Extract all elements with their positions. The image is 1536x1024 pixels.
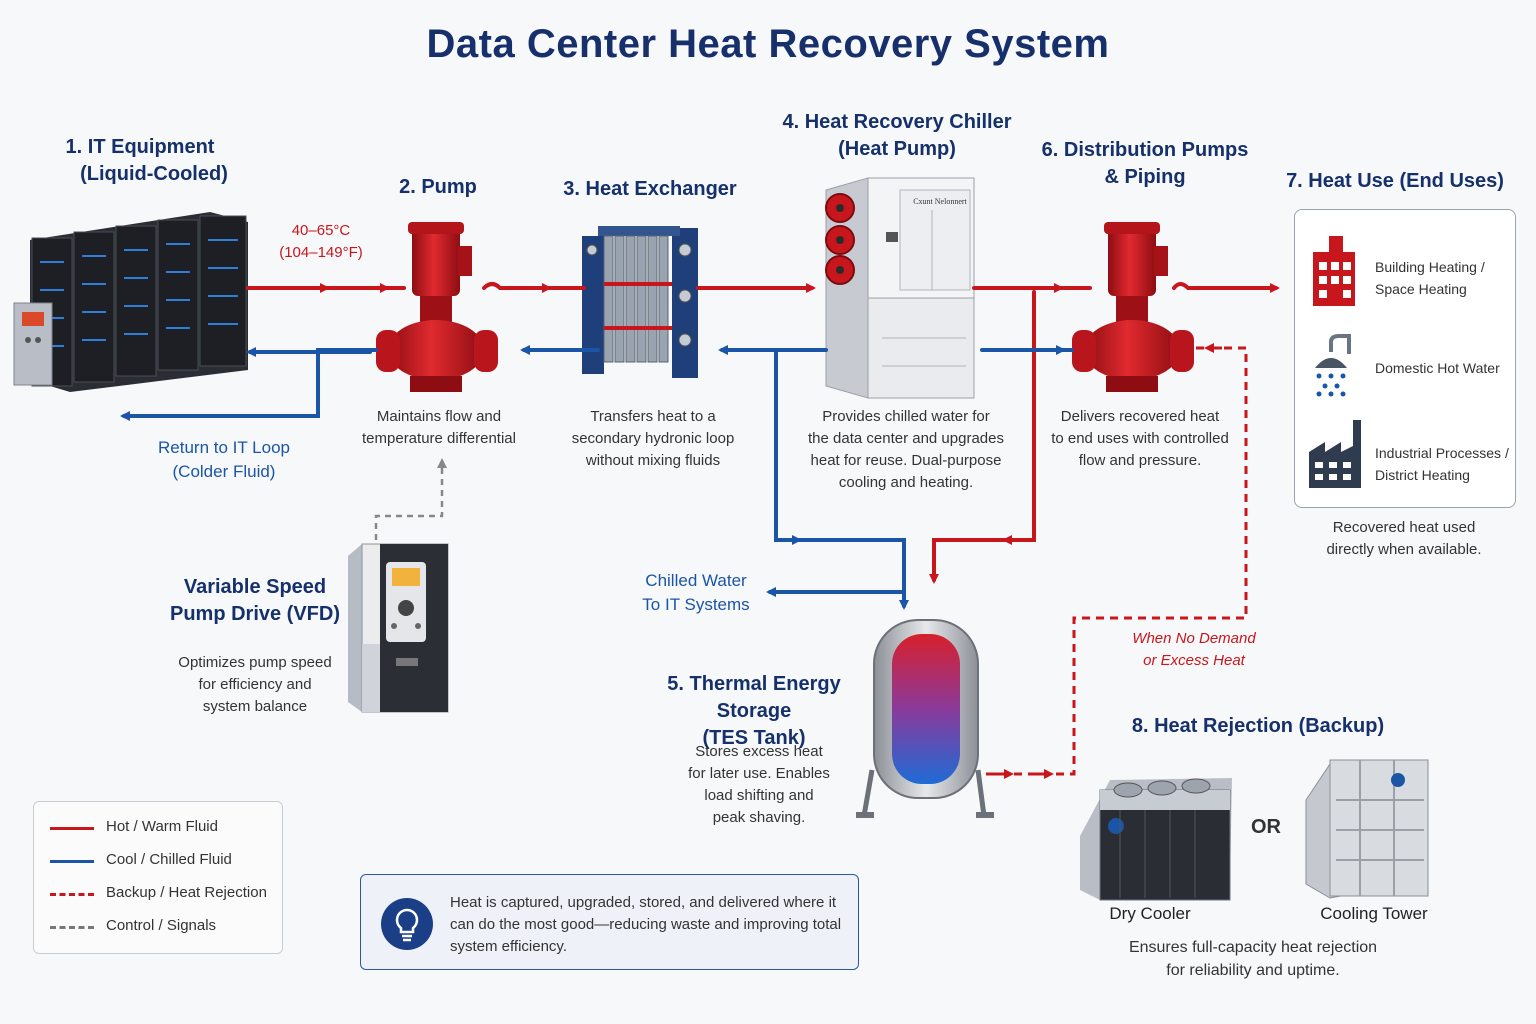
pump-title: 2. Pump xyxy=(399,176,477,198)
dry-cooler-icon xyxy=(1080,778,1232,901)
plate-heat-exchanger-icon xyxy=(582,226,698,378)
hot-fluid-pipes xyxy=(246,282,1280,584)
tes-title: 5. Thermal Energy Storage(TES Tank) xyxy=(667,673,841,749)
legend-control-swatch xyxy=(50,926,94,929)
backup-rejection-pipes xyxy=(986,343,1248,779)
cooling-tower-icon xyxy=(1305,759,1429,899)
shower-icon xyxy=(1315,334,1351,397)
cool-fluid-pipes xyxy=(120,345,1074,610)
end-use-building-heating: Building Heating /Space Heating xyxy=(1375,259,1485,297)
end-use-domestic-hot-water: Domestic Hot Water xyxy=(1375,360,1500,376)
legend-backup-swatch xyxy=(50,893,94,896)
factory-icon xyxy=(1309,420,1361,488)
summary-note: Heat is captured, upgraded, stored, and … xyxy=(360,874,859,970)
end-uses-panel: Building Heating /Space Heating Domestic… xyxy=(1294,209,1516,508)
server-racks-icon xyxy=(13,212,248,392)
or-label: OR xyxy=(1251,816,1281,838)
control-signal-line xyxy=(374,458,447,540)
heat-recovery-chiller-icon xyxy=(825,177,975,399)
distribution-title: 6. Distribution Pumps& Piping xyxy=(1041,139,1249,188)
end-use-industrial-processes: Industrial Processes /District Heating xyxy=(1375,445,1509,483)
distribution-pump-icon xyxy=(1072,222,1194,392)
chiller-brand-text: Cxunt Nelonnert xyxy=(913,197,967,206)
dry-cooler-label: Dry Cooler xyxy=(1109,904,1191,923)
rejection-title: 8. Heat Rejection (Backup) xyxy=(1131,715,1385,737)
chiller-title: 4. Heat Recovery Chiller(Heat Pump) xyxy=(782,111,1012,160)
tes-tank-icon xyxy=(856,619,994,818)
hot-temperature-label: 40–65°C(104–149°F) xyxy=(279,222,363,261)
lightbulb-icon xyxy=(381,898,433,950)
summary-note-text: Heat is captured, upgraded, stored, and … xyxy=(450,894,842,955)
return-loop-label: Return to IT Loop(Colder Fluid) xyxy=(158,438,290,481)
building-icon xyxy=(1313,236,1355,306)
page-title: Data Center Heat Recovery System xyxy=(426,22,1110,66)
legend-hot-swatch xyxy=(50,827,94,830)
end-uses-title: 7. Heat Use (End Uses) xyxy=(1286,170,1504,192)
legend: Hot / Warm Fluid Cool / Chilled Fluid Ba… xyxy=(33,801,283,954)
circulation-pump-icon xyxy=(376,222,498,392)
cooling-tower-label: Cooling Tower xyxy=(1320,904,1428,923)
legend-cool-swatch xyxy=(50,860,94,863)
heat-exchanger-title: 3. Heat Exchanger xyxy=(563,178,737,200)
it-equipment-title: 1. IT Equipment (Liquid-Cooled) xyxy=(65,136,228,185)
vfd-drive-icon xyxy=(348,543,449,713)
